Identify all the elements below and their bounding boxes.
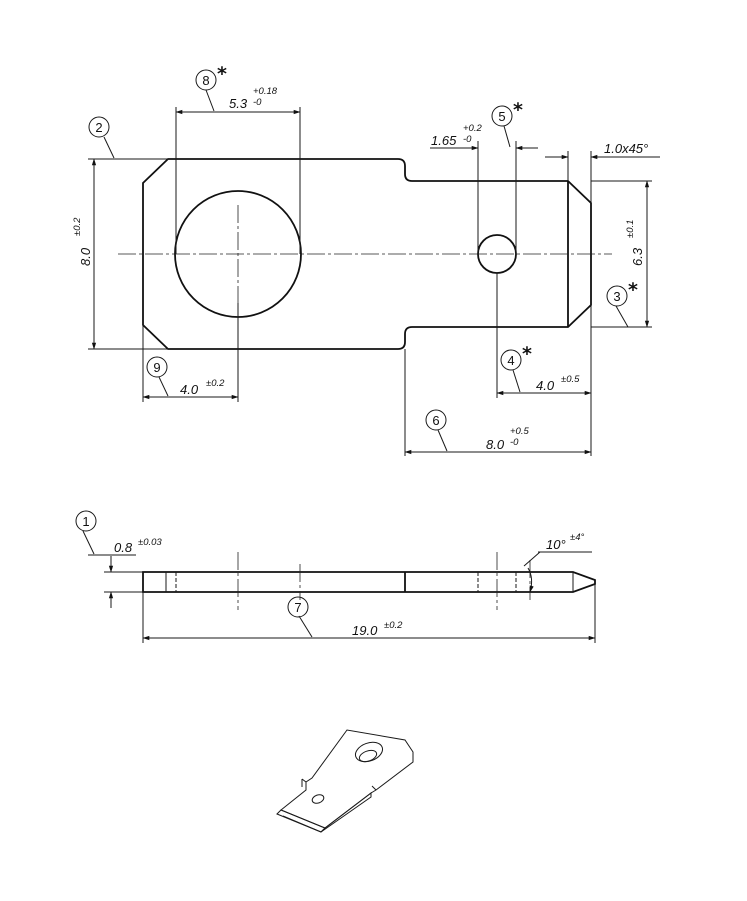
balloon-4: 4 * xyxy=(500,343,532,371)
critical-marker: * xyxy=(522,343,532,365)
balloon-7: 7 xyxy=(287,596,309,618)
small-hole-tol-upper: +0.2 xyxy=(463,123,482,134)
top-view-annotations: 5.3 +0.18 -0 1.65 +0.2 -0 1.0x45° 8.0 ±0… xyxy=(72,86,648,452)
svg-text:4: 4 xyxy=(507,353,514,368)
balloon-6: 6 xyxy=(425,409,447,431)
tab-length-tol-upper: +0.5 xyxy=(510,426,529,437)
balloon-8: 8 * xyxy=(195,63,227,91)
tab-width-tol: ±0.1 xyxy=(625,220,636,238)
balloon-5: 5 * xyxy=(491,99,523,127)
critical-marker: * xyxy=(513,99,523,121)
svg-text:6: 6 xyxy=(432,413,439,428)
balloon-9: 9 xyxy=(146,356,168,378)
critical-marker: * xyxy=(217,63,227,85)
balloon-2: 2 xyxy=(88,116,110,138)
balloon-3: 3 * xyxy=(606,279,638,307)
balloons: 2 8 * 5 * 3 * 4 * 9 6 xyxy=(88,63,638,431)
small-hole-tol-lower: -0 xyxy=(463,134,472,145)
critical-marker: * xyxy=(628,279,638,301)
angle-value: 10° xyxy=(546,537,566,552)
chamfer-value: 1.0x45° xyxy=(604,141,648,156)
svg-text:2: 2 xyxy=(95,120,102,135)
side-profile xyxy=(142,571,596,593)
tab-width-value: 6.3 xyxy=(630,247,645,266)
angle-tol: ±4° xyxy=(570,532,584,543)
small-hole-value: 1.65 xyxy=(431,133,457,148)
top-view xyxy=(88,89,660,456)
svg-text:7: 7 xyxy=(294,600,301,615)
hole-pos-tol: ±0.2 xyxy=(206,378,225,389)
hole-pos-value: 4.0 xyxy=(180,382,199,397)
small-hole-pos-value: 4.0 xyxy=(536,378,555,393)
width-value: 8.0 xyxy=(78,247,93,266)
hole-dia-tol-lower: -0 xyxy=(253,97,262,108)
tab-length-value: 8.0 xyxy=(486,437,505,452)
svg-text:3: 3 xyxy=(613,289,620,304)
side-view xyxy=(82,530,596,643)
hole-dia-value: 5.3 xyxy=(229,96,248,111)
svg-text:1: 1 xyxy=(82,514,89,529)
thickness-value: 0.8 xyxy=(114,540,133,555)
tab-length-tol-lower: -0 xyxy=(510,437,519,448)
svg-text:5: 5 xyxy=(498,109,505,124)
isometric-view xyxy=(276,729,414,833)
balloon-1: 1 xyxy=(75,510,97,532)
width-tol: ±0.2 xyxy=(72,217,83,236)
length-value: 19.0 xyxy=(352,623,378,638)
svg-text:9: 9 xyxy=(153,360,160,375)
hole-dia-tol-upper: +0.18 xyxy=(253,86,278,97)
small-hole-pos-tol: ±0.5 xyxy=(561,374,580,385)
thickness-tol: ±0.03 xyxy=(138,537,162,548)
iso-top-face xyxy=(280,729,414,829)
side-view-annotations: 0.8 ±0.03 19.0 ±0.2 10° ±4° 1 7 xyxy=(75,510,584,638)
svg-text:8: 8 xyxy=(202,73,209,88)
length-tol: ±0.2 xyxy=(384,620,403,631)
